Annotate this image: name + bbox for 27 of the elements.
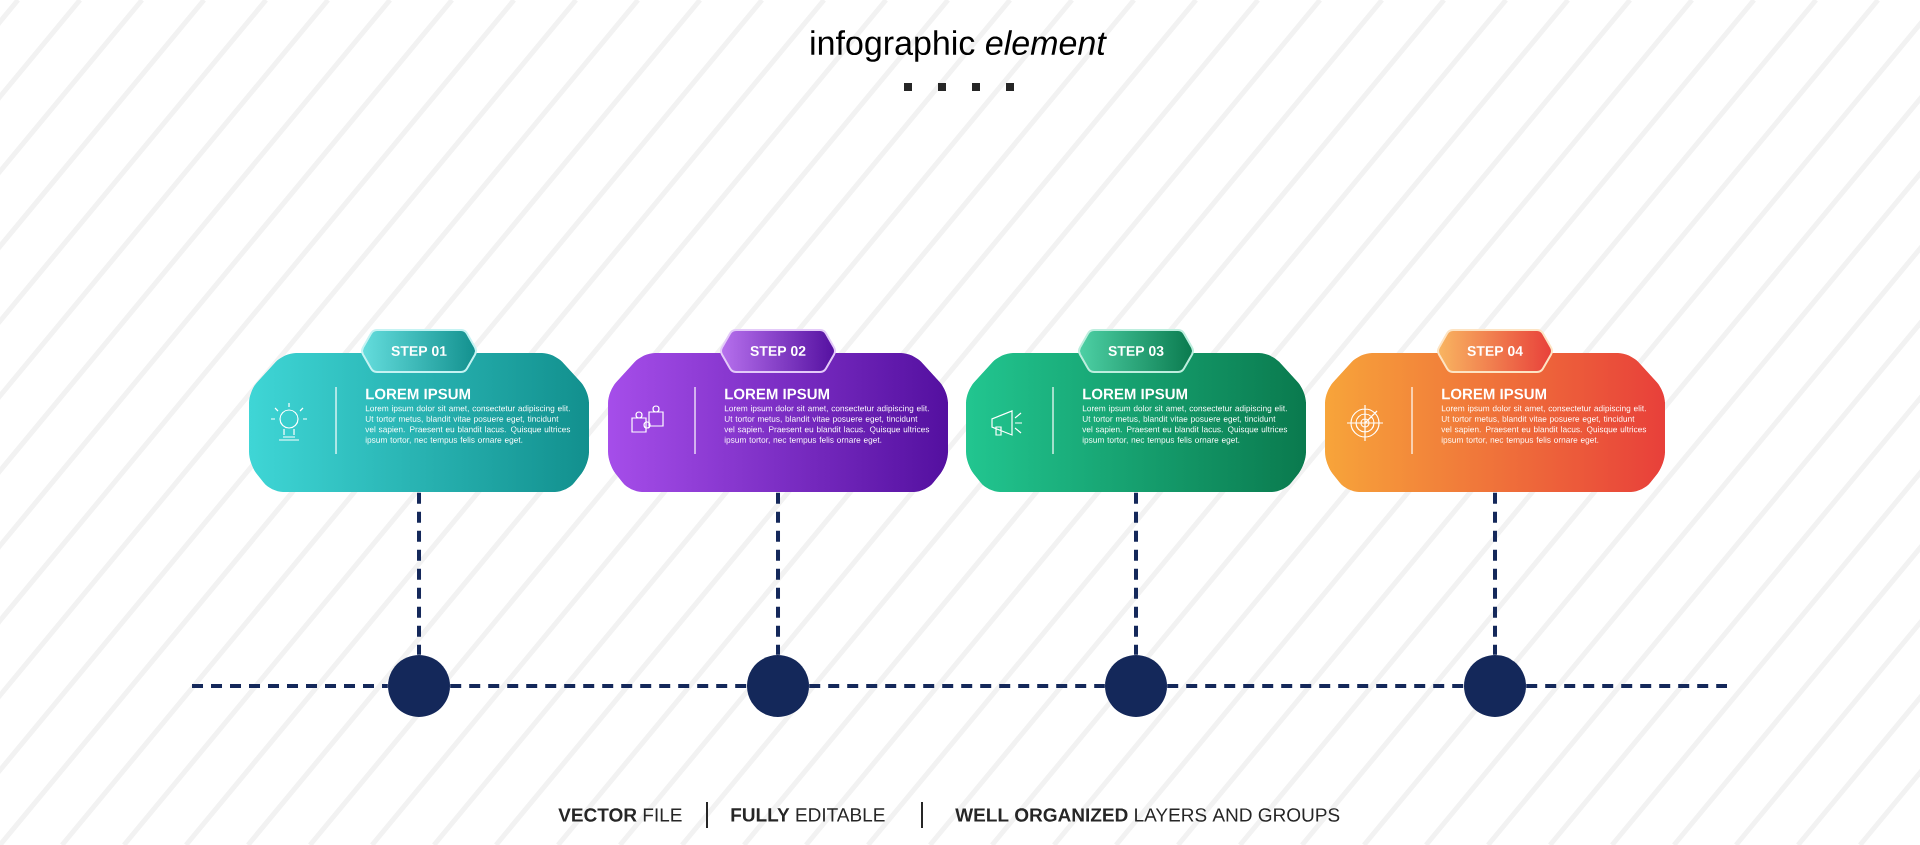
step-tab: STEP 03 — [1078, 329, 1194, 373]
connector-line — [417, 492, 421, 655]
timeline-dot — [1105, 655, 1167, 717]
title: infographic element — [811, 30, 1107, 62]
card-body-text: Lorem ipsum dolor sit amet, consectetur adipiscing elit. Ut tortor metus, blandit vitae posuere eget, tincidunt vel sapien. Praesent eu blandit lacus. Quisque ultrices ipsum tortor, nec tempus felis ornare eget. — [365, 405, 571, 445]
connector-line — [809, 684, 1105, 688]
step-tab: STEP 04 — [1437, 329, 1553, 373]
card-heading: LOREM IPSUM — [1442, 388, 1546, 400]
card-heading: LOREM IPSUM — [725, 388, 829, 400]
connector-line — [450, 684, 747, 688]
timeline-dot — [1464, 655, 1526, 717]
timeline-dot — [747, 655, 809, 717]
card-body-text: Lorem ipsum dolor sit amet, consectetur adipiscing elit. Ut tortor metus, blandit vitae posuere eget, tincidunt vel sapien. Praesent eu blandit lacus. Quisque ultrices ipsum tortor, nec tempus felis ornare eget. — [1082, 405, 1288, 445]
footer-text: FULLY EDITABLE — [731, 808, 885, 822]
footer-text: VECTOR FILE — [558, 808, 682, 822]
card-heading: LOREM IPSUM — [1083, 388, 1187, 400]
connector-line — [1167, 684, 1464, 688]
card-body-text: Lorem ipsum dolor sit amet, consectetur adipiscing elit. Ut tortor metus, blandit vitae posuere eget, tincidunt vel sapien. Praesent eu blandit lacus. Quisque ultrices ipsum tortor, nec tempus felis ornare eget. — [724, 405, 930, 445]
connector-line — [1493, 492, 1497, 655]
step-tab: STEP 02 — [720, 329, 836, 373]
card-body-text: Lorem ipsum dolor sit amet, consectetur adipiscing elit. Ut tortor metus, blandit vitae posuere eget, tincidunt vel sapien. Praesent eu blandit lacus. Quisque ultrices ipsum tortor, nec tempus felis ornare eget. — [1441, 405, 1647, 445]
footer-text: WELL ORGANIZED LAYERS AND GROUPS — [955, 808, 1340, 822]
step-tab: STEP 01 — [361, 329, 477, 373]
connector-line — [1134, 492, 1138, 655]
card-heading: LOREM IPSUM — [366, 388, 470, 400]
timeline-dot — [388, 655, 450, 717]
connector-line — [776, 492, 780, 655]
